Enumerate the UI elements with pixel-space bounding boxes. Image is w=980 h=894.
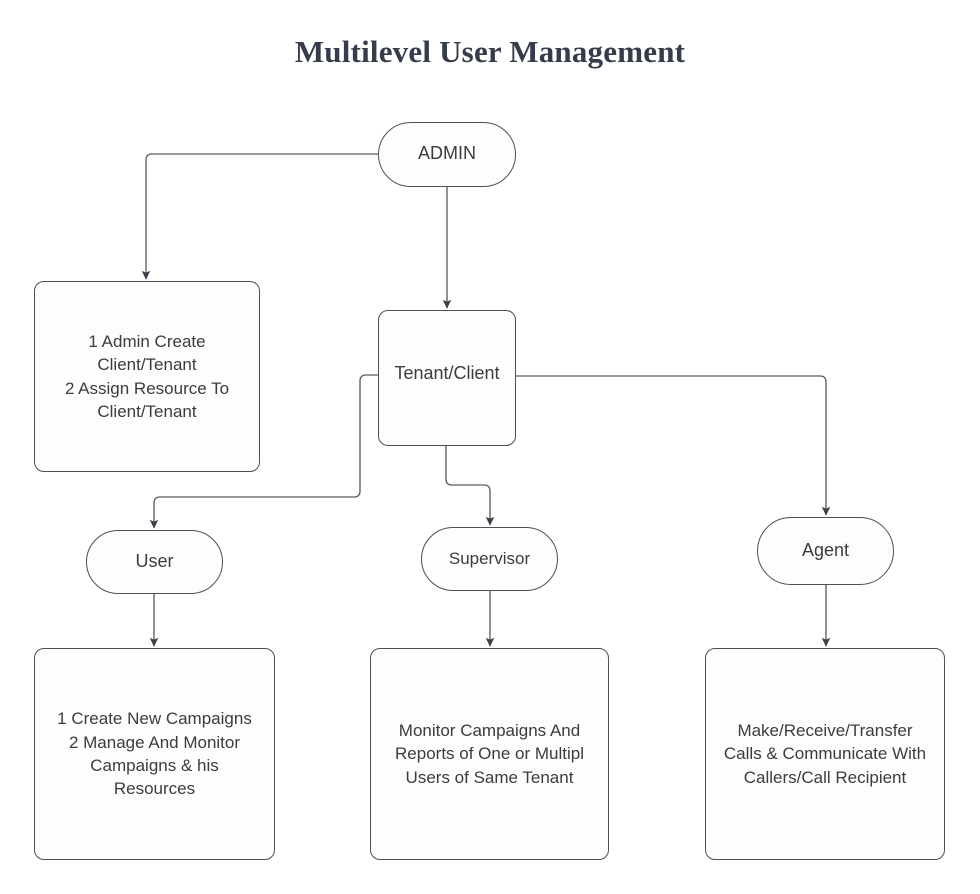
node-supervisor-responsibilities[interactable]: Monitor Campaigns And Reports of One or …: [370, 648, 609, 860]
node-supervisor[interactable]: Supervisor: [421, 527, 558, 591]
node-user-responsibilities[interactable]: 1 Create New Campaigns 2 Manage And Moni…: [34, 648, 275, 860]
node-admin[interactable]: ADMIN: [378, 122, 516, 187]
node-admin-tasks[interactable]: 1 Admin Create Client/Tenant 2 Assign Re…: [34, 281, 260, 472]
node-supervisor-label: Supervisor: [448, 548, 531, 568]
node-tenant-client-label: Tenant/Client: [394, 363, 500, 384]
edge-tenant-to-agent: [516, 375, 831, 516]
node-user[interactable]: User: [86, 530, 223, 594]
node-user-responsibilities-label: 1 Create New Campaigns 2 Manage And Moni…: [57, 709, 252, 799]
edge-admin-to-admin-tasks: [141, 153, 378, 280]
node-agent-label: Agent: [801, 540, 850, 561]
node-supervisor-responsibilities-label: Monitor Campaigns And Reports of One or …: [395, 720, 584, 787]
node-admin-label: ADMIN: [418, 143, 476, 164]
edge-tenant-to-supervisor: [445, 446, 495, 526]
node-tenant-client[interactable]: Tenant/Client: [378, 310, 516, 446]
node-agent-responsibilities-label: Make/Receive/Transfer Calls & Communicat…: [723, 720, 927, 787]
node-user-label: User: [135, 551, 174, 572]
node-agent-responsibilities[interactable]: Make/Receive/Transfer Calls & Communicat…: [705, 648, 945, 860]
page-title: Multilevel User Management: [294, 34, 686, 69]
node-admin-tasks-label: 1 Admin Create Client/Tenant 2 Assign Re…: [64, 331, 230, 421]
node-agent[interactable]: Agent: [757, 517, 894, 585]
